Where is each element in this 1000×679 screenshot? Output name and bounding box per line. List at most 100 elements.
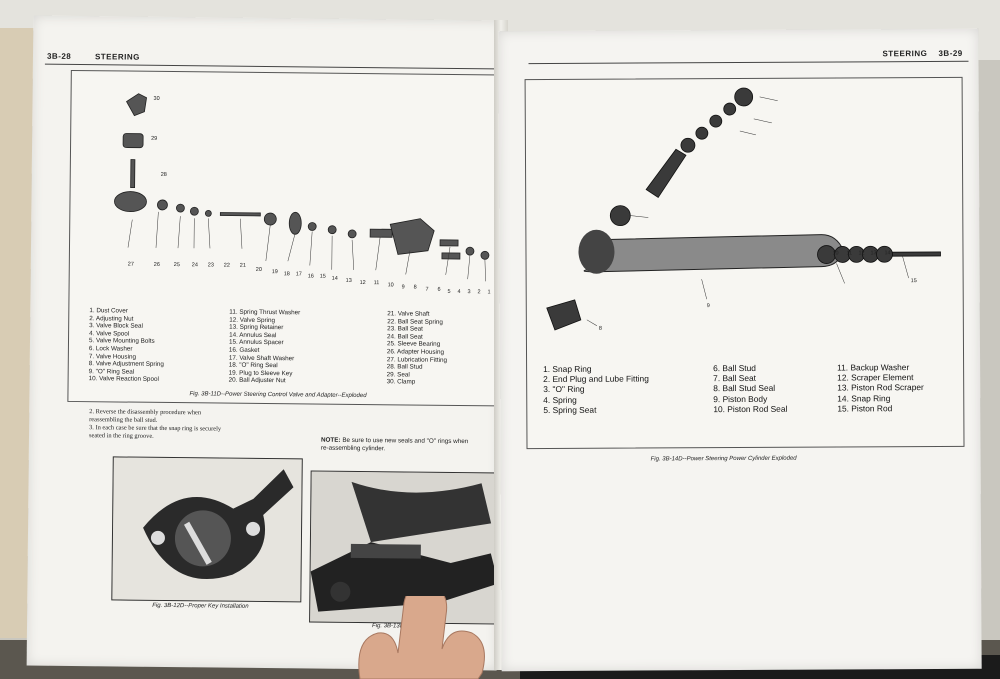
legend-item: 6. Lock Washer: [88, 345, 133, 353]
figure-140-caption: Fig. 3B-14D--Power Steering Power Cylind…: [650, 455, 797, 463]
legend-item: 3. "O" Ring: [543, 384, 585, 395]
callout-9: 9: [706, 303, 710, 310]
piston-rod-part: [892, 251, 941, 257]
header-rule-right: [528, 60, 969, 65]
left-page: 3B-28 STEERING: [26, 15, 504, 671]
callout-18: 18: [283, 271, 290, 278]
cylinder-body: [578, 229, 845, 274]
ring-part: [723, 102, 737, 116]
legend-item: 8. Ball Stud Seal: [713, 383, 776, 394]
washer-part: [263, 212, 277, 226]
callout-12: 12: [359, 279, 366, 287]
ball-stud-part: [645, 148, 687, 198]
callout-14: 14: [331, 275, 338, 282]
spring-seat-part: [546, 299, 582, 331]
callout-2: 2: [477, 289, 481, 296]
callout-13: 13: [345, 277, 352, 284]
ring-part: [347, 229, 357, 239]
legend-item: 14. Snap Ring: [837, 392, 891, 404]
callout-7: 7: [425, 286, 429, 293]
section-title-left: STEERING: [94, 52, 140, 62]
legend-item: 11. Backup Washer: [837, 362, 910, 373]
ball-stud-part: [130, 159, 136, 189]
bolt-part: [441, 252, 461, 260]
callout-15: 15: [319, 273, 326, 280]
legend-item: 13. Piston Rod Scraper: [837, 382, 924, 393]
callout-17: 17: [295, 271, 302, 278]
power-cylinder-diagram: [546, 87, 941, 331]
callout-15: 15: [910, 278, 917, 285]
bolt-part: [439, 239, 459, 247]
page-number-left: 3B-28: [46, 51, 72, 61]
callout-23: 23: [207, 262, 214, 269]
callout-4: 4: [457, 289, 461, 296]
callout-19: 19: [271, 269, 278, 276]
legend-item: 26. Adapter Housing: [386, 348, 445, 356]
legend-item: 10. Valve Reaction Spool: [88, 375, 159, 384]
legend-column-1: 1. Snap Ring 2. End Plug and Lube Fittin…: [543, 363, 649, 415]
legend-column-2: 11. Spring Thrust Washer 12. Valve Sprin…: [229, 309, 301, 386]
callout-11: 11: [846, 250, 853, 257]
spool-part: [369, 228, 393, 238]
snap-ring-part: [609, 205, 631, 227]
callout-25: 25: [173, 262, 180, 269]
hand-fingers: [358, 596, 485, 679]
note-block: NOTE: Be sure to use new seals and "O" r…: [321, 437, 468, 455]
legend-item: 5. Spring Seat: [543, 404, 597, 415]
page-number-right: 3B-29: [938, 48, 963, 58]
callout-8: 8: [598, 325, 602, 332]
legend-item: 11. Spring Thrust Washer: [229, 308, 301, 317]
ring-part: [157, 199, 168, 211]
valve-housing-part: [389, 218, 435, 255]
callout-16: 16: [307, 273, 314, 280]
end-plug-part: [734, 87, 754, 107]
legend-item: 10. Piston Rod Seal: [713, 403, 788, 414]
figure-120-caption: Fig. 3B-12D--Proper Key Installation: [152, 602, 249, 610]
seal-part: [122, 133, 144, 149]
legend-column-3: 21. Valve Shaft 22. Ball Seat Spring 23.…: [387, 310, 448, 387]
figure-110-box: 27 26 25 24 23 22 21 20 19 18 17 16 15 1…: [67, 69, 501, 407]
ball-seat-part: [680, 137, 696, 153]
callout-11: 11: [373, 280, 380, 287]
callout-9: 9: [401, 284, 405, 291]
callout-24: 24: [191, 262, 198, 269]
legend-column-1: 1. Dust Cover 2. Adjusting Nut 3. Valve …: [89, 307, 165, 384]
callout-10: 10: [387, 282, 394, 289]
figure-130-photo: [309, 470, 501, 625]
legend-item: 15. Piston Rod: [837, 403, 893, 414]
nut-part: [465, 246, 475, 256]
legend-item: 9. Piston Body: [713, 393, 768, 404]
callout-28: 28: [160, 171, 167, 178]
callout-13: 13: [870, 250, 877, 257]
ring-part: [176, 203, 185, 213]
ring-part: [709, 114, 723, 128]
callout-29: 29: [151, 135, 158, 142]
figure-120-photo: [111, 456, 303, 603]
body-paragraph: 2. Reverse the disassembly procedure whe…: [89, 408, 221, 441]
cover-part: [480, 250, 490, 260]
key-installation-photo: [112, 457, 302, 602]
header-rule: [44, 63, 495, 70]
adapter-housing-part: [114, 191, 147, 212]
callout-22: 22: [223, 262, 230, 269]
legend-item: 30. Clamp: [386, 378, 416, 386]
callout-21: 21: [239, 262, 246, 269]
right-page: STEERING 3B-29: [498, 28, 982, 672]
legend-item: 6. Ball Stud: [713, 362, 756, 374]
ring-part: [327, 225, 337, 235]
ring-part: [204, 209, 212, 217]
callout-20: 20: [255, 266, 262, 273]
legend-column-2: 6. Ball Stud 7. Ball Seat 8. Ball Stud S…: [713, 363, 787, 414]
legend-item: 7. Ball Seat: [713, 373, 757, 384]
exploded-valve-diagram: [114, 93, 490, 282]
callout-1: 1: [487, 289, 491, 296]
ball-stud-photo: [310, 471, 500, 624]
ring-part: [189, 206, 199, 216]
legend-item: 2. End Plug and Lube Fitting: [543, 373, 649, 385]
ring-part: [307, 222, 317, 231]
callout-6: 6: [437, 286, 441, 293]
legend-item: 20. Ball Adjuster Nut: [228, 376, 286, 385]
callout-8: 8: [413, 284, 417, 291]
note-label: NOTE:: [320, 436, 341, 444]
valve-shaft-part: [219, 212, 261, 217]
